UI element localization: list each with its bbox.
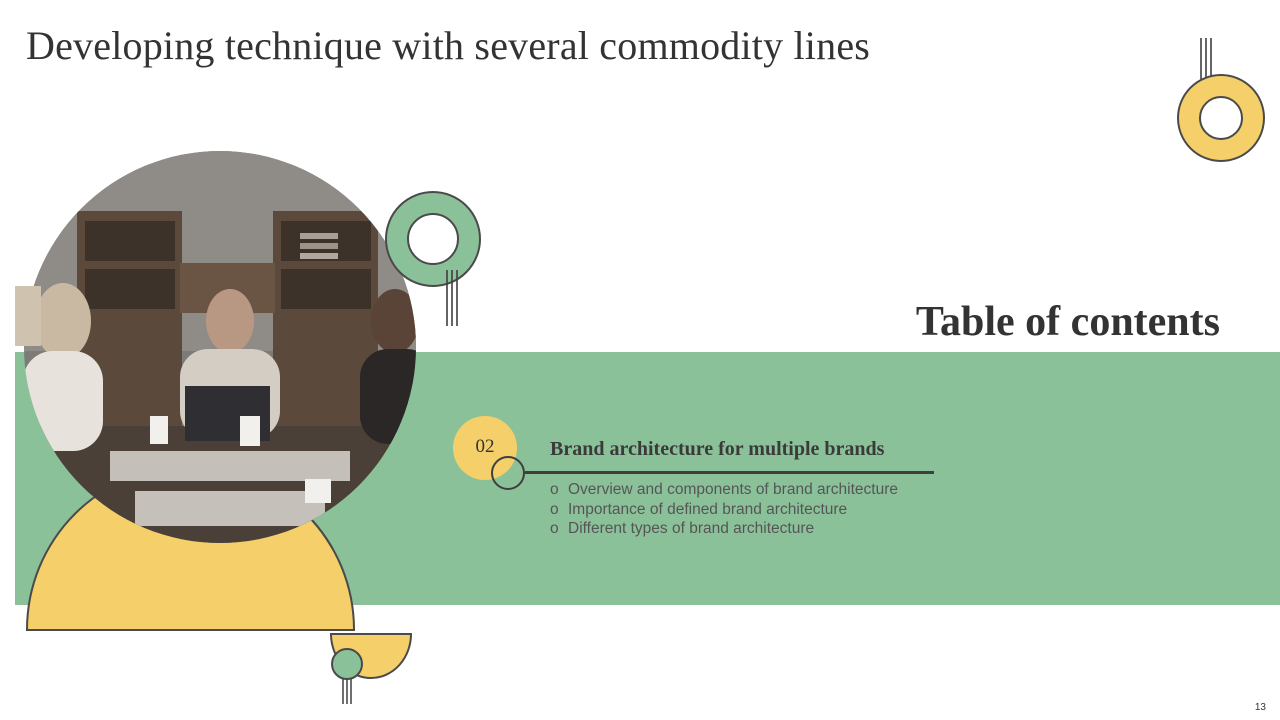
meeting-photo (15, 151, 416, 543)
bottom-circle-decoration (329, 633, 413, 704)
bullet-marker: o (550, 481, 559, 498)
bullet-marker: o (550, 520, 559, 537)
slide-title: Developing technique with several commod… (26, 23, 871, 68)
bullet-marker: o (550, 500, 559, 518)
page-number: 13 (1254, 702, 1266, 713)
section-title: Brand architecture for multiple brands (550, 438, 885, 460)
green-ring-decoration (385, 191, 481, 326)
section-number: 02 (475, 436, 495, 457)
section-underline (525, 471, 934, 474)
section-ring-marker (491, 456, 525, 490)
yellow-ring-decoration (1177, 38, 1265, 162)
table-of-contents-heading: Table of contents (915, 299, 1220, 345)
